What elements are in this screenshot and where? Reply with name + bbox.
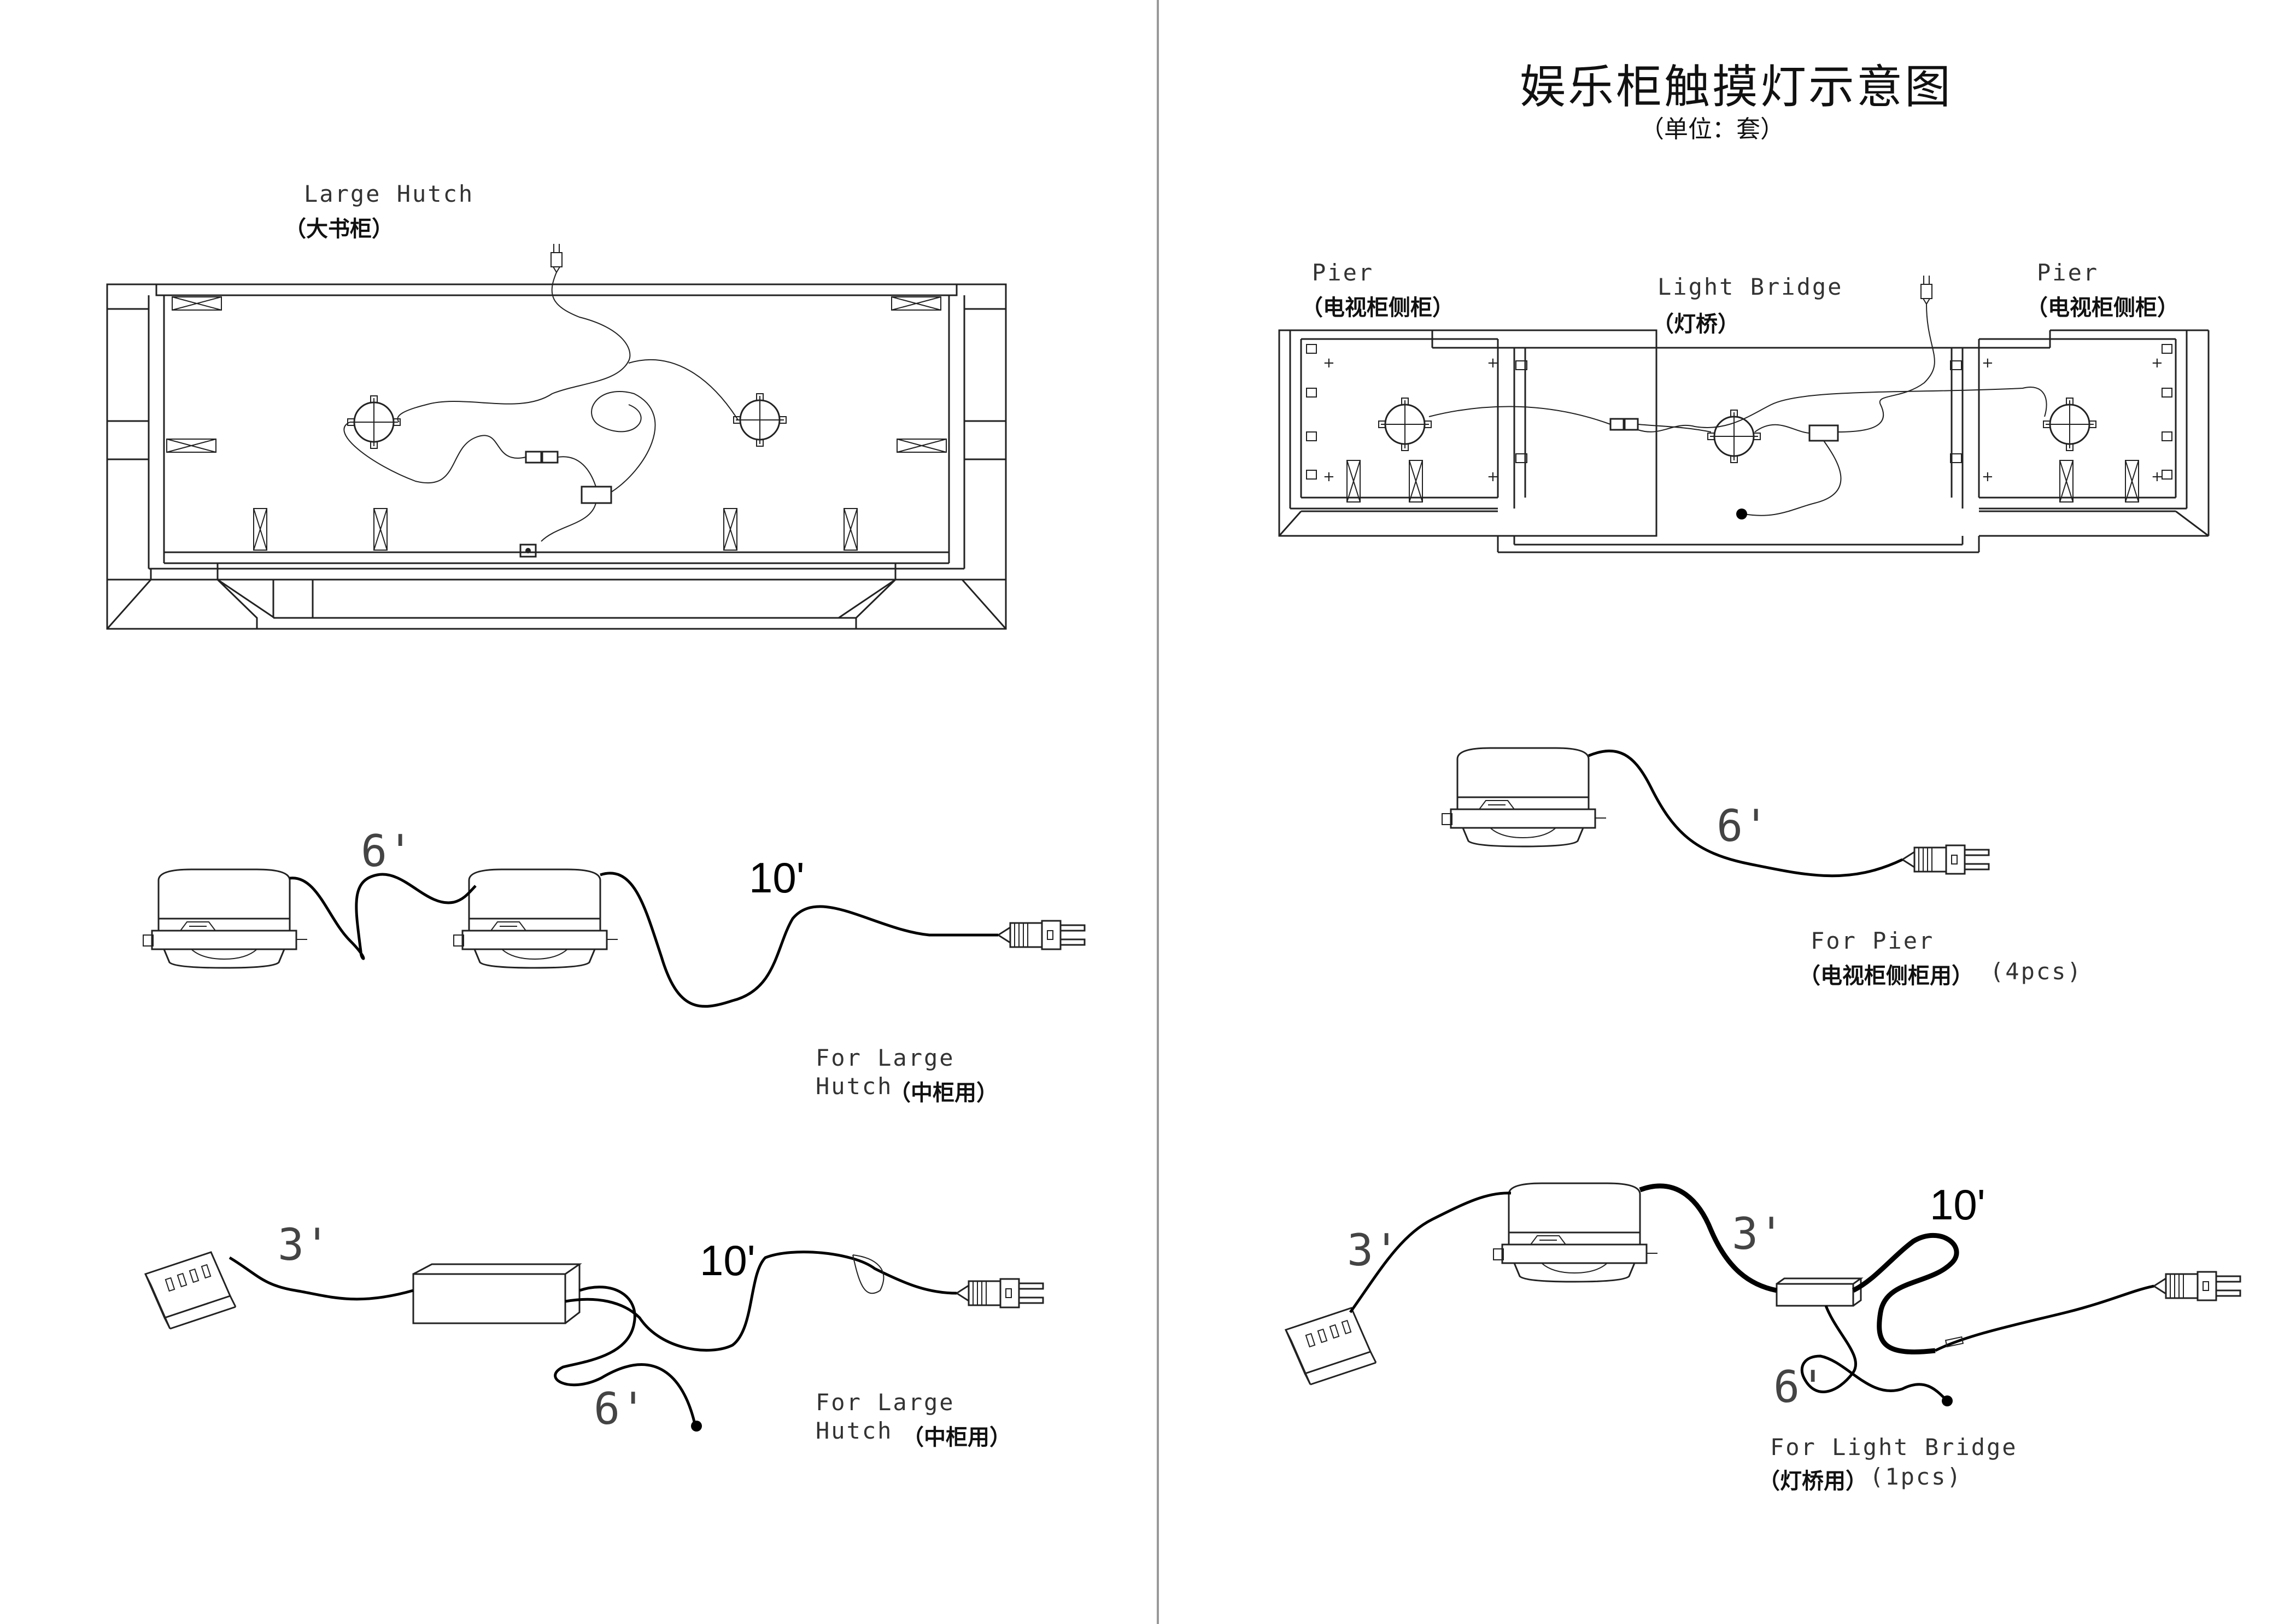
- pier-left-label: Pier: [1312, 259, 1374, 286]
- large-hutch-label: Large Hutch: [304, 180, 475, 207]
- bridge-set-length-outlet: 3': [1347, 1225, 1400, 1276]
- adapter-set-label-line1: For Large: [816, 1389, 955, 1416]
- adapter-set-large-hutch: [144, 1251, 1044, 1432]
- bridge-set-length-sensor: 6': [1773, 1362, 1826, 1412]
- adapter-set-label-cn: （中柜用）: [902, 1424, 1011, 1450]
- svg-text:+: +: [1487, 469, 1499, 485]
- light-bridge-label: Light Bridge: [1657, 273, 1843, 300]
- adapter-set-length-outlet: 3': [278, 1219, 331, 1270]
- page-title: 娱乐柜触摸灯示意图: [1520, 60, 1953, 114]
- pier-set-label-cn: （电视柜侧柜用）: [1799, 963, 1973, 989]
- svg-text:+: +: [2151, 355, 2163, 371]
- svg-text:+: +: [1982, 469, 1994, 485]
- pier-left-label-cn: （电视柜侧柜）: [1301, 295, 1454, 320]
- entertainment-center-cabinet: + + + + + + + +: [1278, 275, 2210, 553]
- bridge-set-length-plug: 10': [1930, 1181, 1985, 1229]
- adapter-set-label-line2: Hutch: [816, 1417, 893, 1444]
- light-bridge-label-cn: （灯桥）: [1652, 311, 1739, 337]
- lamp-set-label-line1: For Large: [816, 1044, 955, 1071]
- svg-text:+: +: [1982, 355, 1994, 371]
- bridge-set-label-line1: For Light Bridge: [1770, 1434, 2018, 1461]
- svg-text:+: +: [1323, 469, 1335, 485]
- lamp-set-length-long: 10': [749, 854, 805, 902]
- pier-right-label: Pier: [2037, 259, 2099, 286]
- large-hutch-label-cn: （大书柜）: [284, 216, 394, 242]
- svg-text:+: +: [2151, 469, 2163, 485]
- lamp-set-label-line2: Hutch: [816, 1073, 893, 1100]
- lamp-set-large-hutch: [142, 868, 1086, 1008]
- bridge-set-length-mid: 3': [1732, 1208, 1785, 1259]
- svg-text:+: +: [1323, 355, 1335, 371]
- pier-set-length: 6': [1717, 801, 1770, 851]
- lamp-set-label-cn: （中柜用）: [889, 1080, 998, 1106]
- bridge-set-label-qty: (1pcs): [1870, 1463, 1963, 1490]
- adapter-set-length-plug: 10': [700, 1236, 755, 1284]
- adapter-set-length-sensor: 6': [594, 1383, 647, 1434]
- lamp-set-pier: [1441, 747, 1990, 878]
- svg-text:+: +: [1487, 355, 1499, 371]
- pier-set-label-line1: For Pier: [1811, 927, 1935, 954]
- adapter-set-light-bridge: [1285, 1182, 2241, 1406]
- page-subtitle: （单位：套）: [1640, 115, 1784, 143]
- lamp-set-length-short: 6': [361, 826, 414, 877]
- bridge-set-label-cn: （灯桥用）: [1758, 1468, 1867, 1494]
- pier-right-label-cn: （电视柜侧柜）: [2026, 295, 2179, 320]
- large-hutch-cabinet: [106, 243, 1007, 630]
- pier-set-label-qty: (4pcs): [1990, 958, 2083, 985]
